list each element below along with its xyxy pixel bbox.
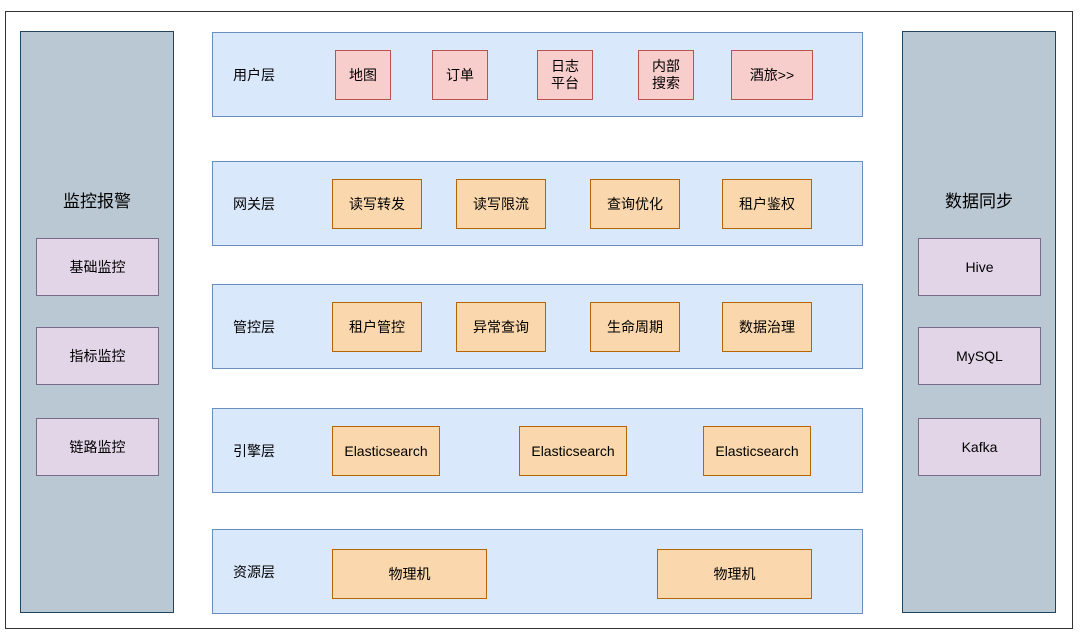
- engine-layer-label: 引擎层: [233, 442, 275, 459]
- resource-layer: 资源层 物理机 物理机: [212, 529, 863, 614]
- query-optimization-box: 查询优化: [590, 179, 680, 229]
- monitoring-title: 监控报警: [63, 192, 131, 211]
- trace-monitoring-box: 链路监控: [36, 418, 159, 476]
- internal-search-box: 内部 搜索: [638, 50, 694, 100]
- basic-monitoring-box: 基础监控: [36, 238, 159, 296]
- tenant-auth-box: 租户鉴权: [722, 179, 812, 229]
- read-write-throttle-box: 读写限流: [456, 179, 546, 229]
- read-write-forward-box: 读写转发: [332, 179, 422, 229]
- elasticsearch-box-1: Elasticsearch: [332, 426, 440, 476]
- user-layer-label: 用户层: [233, 66, 275, 83]
- hive-box: Hive: [918, 238, 1041, 296]
- user-layer: 用户层 地图 订单 日志 平台 内部 搜索 酒旅>>: [212, 32, 863, 117]
- gateway-layer: 网关层 读写转发 读写限流 查询优化 租户鉴权: [212, 161, 863, 246]
- tenant-control-box: 租户管控: [332, 302, 422, 352]
- log-platform-box: 日志 平台: [537, 50, 593, 100]
- mysql-box: MySQL: [918, 327, 1041, 385]
- control-layer-label: 管控层: [233, 318, 275, 335]
- resource-layer-label: 资源层: [233, 563, 275, 580]
- hotel-travel-box: 酒旅>>: [731, 50, 813, 100]
- gateway-layer-label: 网关层: [233, 195, 275, 212]
- physical-machine-box-1: 物理机: [332, 549, 487, 599]
- control-layer: 管控层 租户管控 异常查询 生命周期 数据治理: [212, 284, 863, 369]
- kafka-box: Kafka: [918, 418, 1041, 476]
- elasticsearch-box-2: Elasticsearch: [519, 426, 627, 476]
- abnormal-query-box: 异常查询: [456, 302, 546, 352]
- data-governance-box: 数据治理: [722, 302, 812, 352]
- elasticsearch-box-3: Elasticsearch: [703, 426, 811, 476]
- engine-layer: 引擎层 Elasticsearch Elasticsearch Elastics…: [212, 408, 863, 493]
- data-sync-panel: 数据同步 Hive MySQL Kafka: [902, 31, 1056, 613]
- order-box: 订单: [432, 50, 488, 100]
- metric-monitoring-box: 指标监控: [36, 327, 159, 385]
- physical-machine-box-2: 物理机: [657, 549, 812, 599]
- map-box: 地图: [335, 50, 391, 100]
- lifecycle-box: 生命周期: [590, 302, 680, 352]
- data-sync-title: 数据同步: [945, 192, 1013, 211]
- monitoring-panel: 监控报警 基础监控 指标监控 链路监控: [20, 31, 174, 613]
